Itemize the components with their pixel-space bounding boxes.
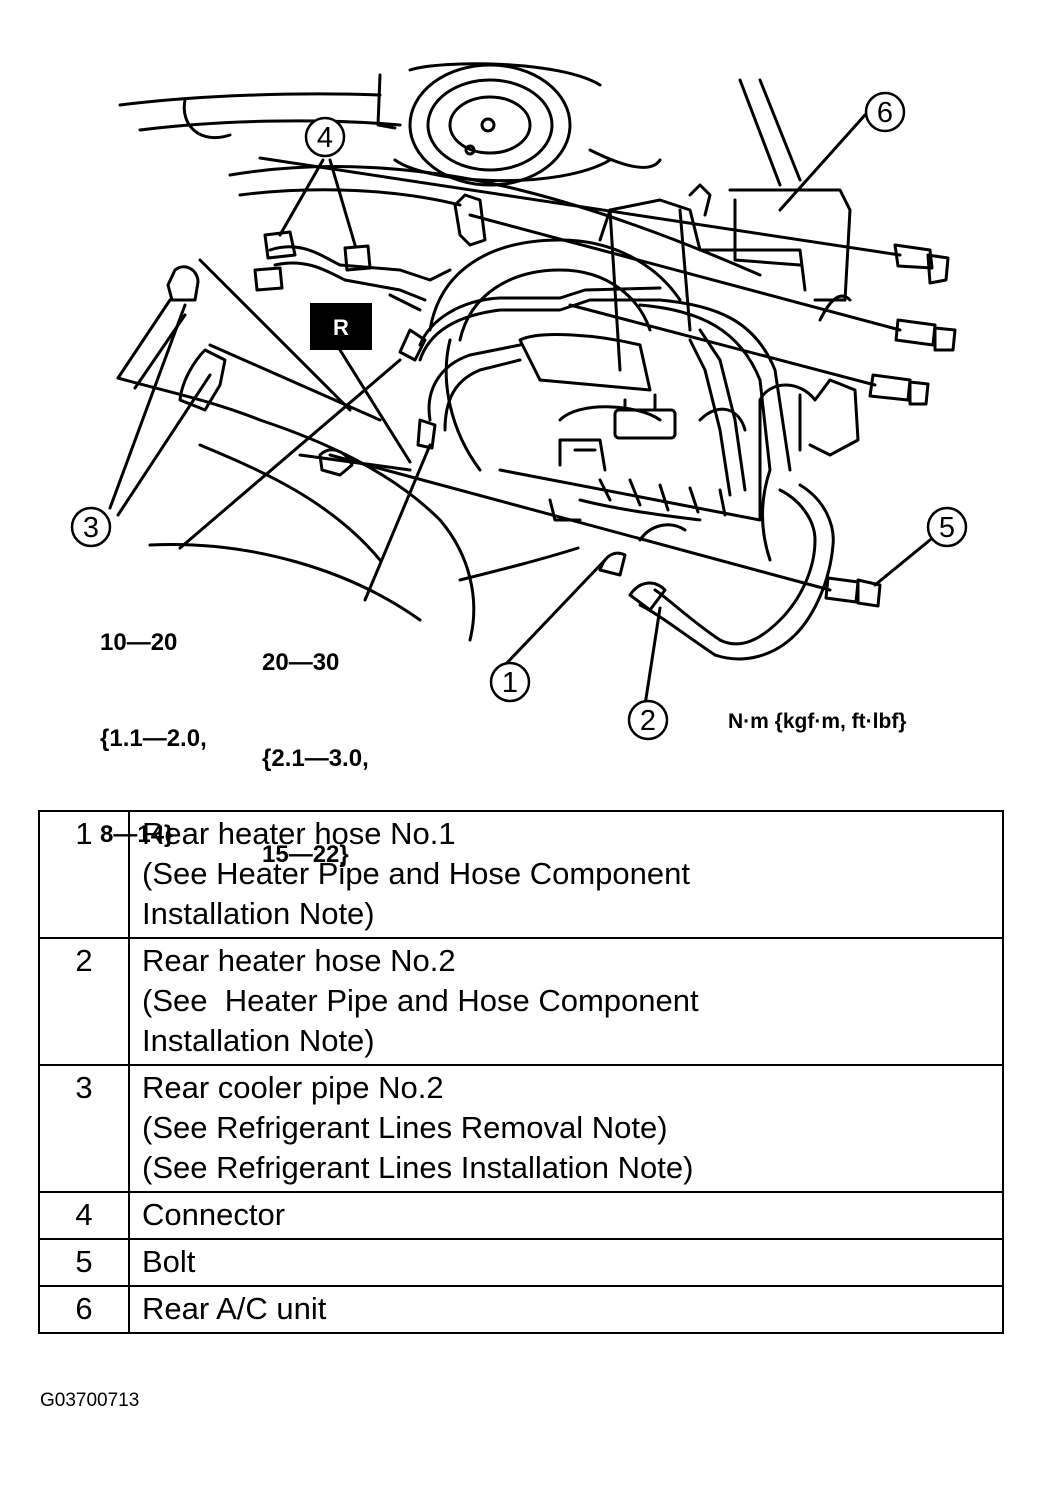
bolts [258, 156, 957, 608]
torque-spec-b-line2: {2.1—3.0, [262, 745, 369, 772]
legend-description: Connector [128, 1191, 1004, 1240]
legend-line: Installation Note) [142, 1023, 375, 1058]
legend-number: 3 [38, 1064, 130, 1193]
callout-label-4: 4 [317, 122, 333, 154]
callout-label-1: 1 [502, 667, 518, 699]
callout-circle-4 [304, 116, 346, 158]
callout-label-2: 2 [640, 705, 656, 737]
rear-cooler-pipe [116, 258, 412, 477]
legend-number: 2 [38, 937, 130, 1066]
callout-circle-3 [70, 506, 112, 548]
callout-circles [70, 91, 968, 741]
legend-row: 3 Rear cooler pipe No.2 (See Refrigerant… [38, 1064, 1004, 1193]
legend-number: 6 [38, 1285, 130, 1334]
spare-tire [393, 62, 662, 187]
torque-units: N·m {kgf·m, ft·lbf} [728, 710, 907, 733]
callout-circle-2 [627, 699, 669, 741]
legend-description: Rear heater hose No.2 (See Heater Pipe a… [128, 937, 1004, 1066]
legend-description: Rear cooler pipe No.2 (See Refrigerant L… [128, 1064, 1004, 1193]
legend-description: Rear A/C unit [128, 1285, 1004, 1334]
torque-spec-b-line1: 20—30 [262, 649, 340, 676]
legend-line: Rear cooler pipe No.2 [142, 1070, 444, 1105]
legend-line: Connector [142, 1197, 286, 1232]
legend-line: Rear heater hose No.1 [142, 816, 456, 851]
callout-label-5: 5 [939, 512, 955, 544]
legend-row: 2 Rear heater hose No.2 (See Heater Pipe… [38, 937, 1004, 1066]
callout-circle-5 [926, 506, 968, 548]
legend-number: 4 [38, 1191, 130, 1240]
torque-spec-a-line2: {1.1—2.0, [100, 725, 207, 752]
legend-line: Bolt [142, 1244, 196, 1279]
legend-number: 1 [38, 810, 130, 939]
connectors [253, 158, 372, 292]
callout-label-3: 3 [83, 512, 99, 544]
legend-description: Rear heater hose No.1 (See Heater Pipe a… [128, 810, 1004, 939]
legend-row: 5 Bolt [38, 1238, 1004, 1287]
pipes-and-hoses [268, 183, 835, 661]
r-marker-label: R [333, 315, 349, 340]
legend-row: 1 Rear heater hose No.1 (See Heater Pipe… [38, 810, 1004, 939]
legend-line: Rear A/C unit [142, 1291, 327, 1326]
legend-line: (See Heater Pipe and Hose Component [142, 856, 690, 891]
r-marker-box [310, 303, 372, 350]
legend-line: (See Heater Pipe and Hose Component [142, 983, 699, 1018]
legend-number: 5 [38, 1238, 130, 1287]
figure-id: G03700713 [40, 1390, 140, 1411]
legend-line: Installation Note) [142, 896, 375, 931]
legend-row: 4 Connector [38, 1191, 1004, 1240]
legend-row: 6 Rear A/C unit [38, 1285, 1004, 1334]
callout-circle-6 [864, 91, 906, 133]
leader-lines [108, 113, 932, 707]
legend-table: 1 Rear heater hose No.1 (See Heater Pipe… [38, 810, 1004, 1334]
callout-label-6: 6 [877, 97, 893, 129]
component-diagram: 1 2 3 4 5 6 R [70, 62, 968, 741]
callout-circle-1 [489, 661, 531, 703]
legend-line: Rear heater hose No.2 [142, 943, 456, 978]
legend-line: (See Refrigerant Lines Installation Note… [142, 1150, 694, 1185]
legend-description: Bolt [128, 1238, 1004, 1287]
torque-spec-a-line1: 10—20 [100, 629, 178, 656]
legend-line: (See Refrigerant Lines Removal Note) [142, 1110, 668, 1145]
